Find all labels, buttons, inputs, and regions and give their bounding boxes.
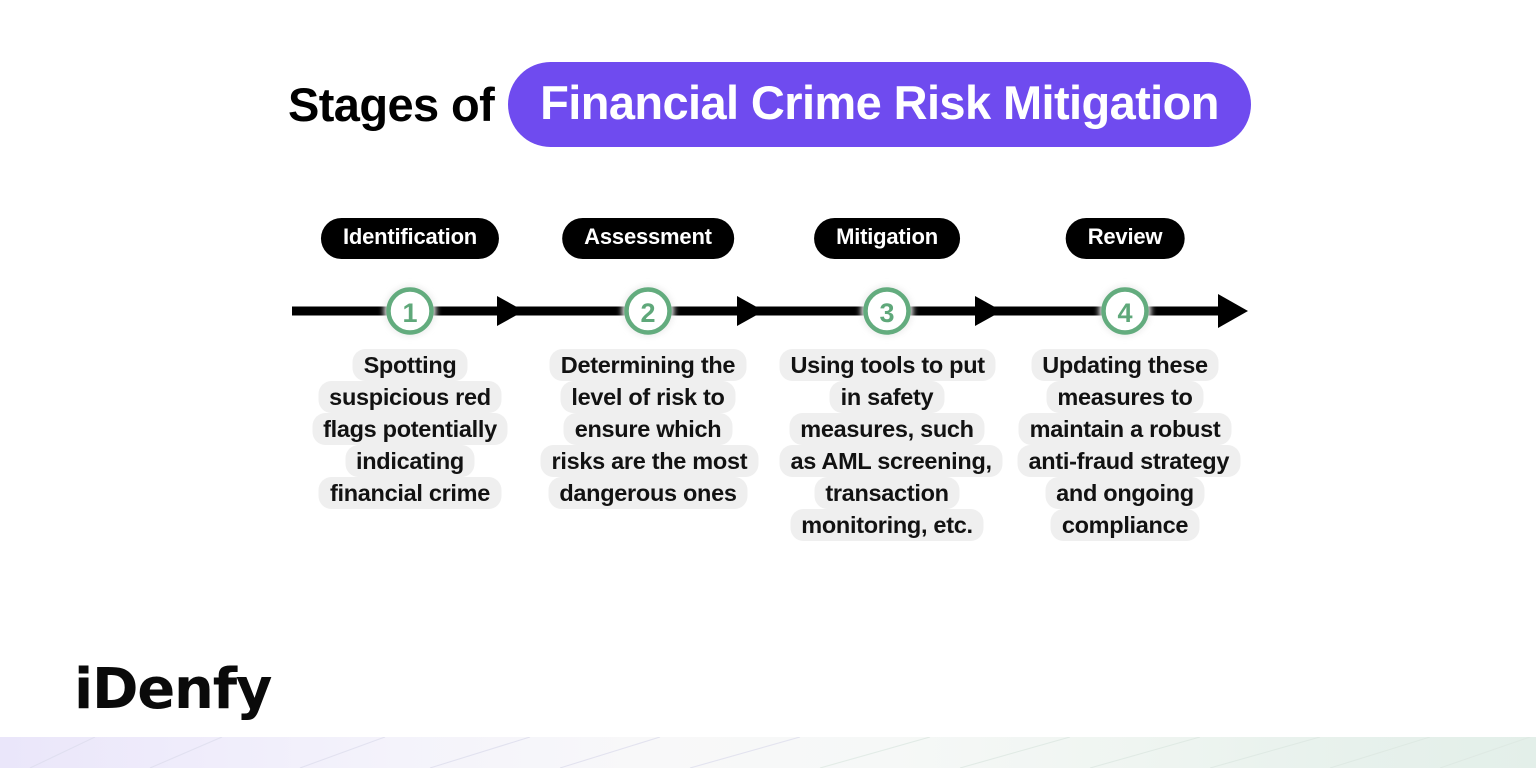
arrowhead-icon: [497, 296, 524, 326]
stage-label-identification[interactable]: Identification: [320, 218, 500, 259]
step-number-3: 3: [879, 298, 894, 328]
stage-label-mitigation[interactable]: Mitigation: [814, 218, 960, 259]
stage-description-1-text: Spotting suspicious red flags potentiall…: [312, 349, 508, 509]
step-circle-2: [622, 285, 674, 337]
title-highlight-pill: Financial Crime Risk Mitigation: [508, 62, 1251, 147]
timeline-arrowheads: [497, 294, 1248, 328]
title-highlight-text: Financial Crime Risk Mitigation: [540, 76, 1219, 129]
title-plain-text: Stages of: [288, 78, 495, 131]
step-circle-3: [861, 285, 913, 337]
step-number-2: 2: [640, 298, 655, 328]
step-number-4: 4: [1117, 298, 1132, 328]
stage-description-1: Spotting suspicious red flags potentiall…: [303, 349, 518, 509]
arrowhead-icon: [975, 296, 1002, 326]
stage-description-3: Using tools to put in safety measures, s…: [779, 349, 1003, 541]
bottom-decorative-strip: [0, 737, 1536, 768]
stage-label-review[interactable]: Review: [1065, 218, 1185, 259]
arrowhead-end-icon: [1218, 294, 1248, 328]
stage-description-2-text: Determining the level of risk to ensure …: [540, 349, 759, 509]
arrowhead-icon: [737, 296, 764, 326]
step-circle-4: [1099, 285, 1151, 337]
idenfy-logo: iDenfy: [74, 657, 272, 722]
stage-description-4: Updating these measures to maintain a ro…: [1017, 349, 1241, 541]
stage-label-assessment[interactable]: Assessment: [562, 218, 734, 259]
stage-description-2: Determining the level of risk to ensure …: [540, 349, 759, 509]
stage-description-4-text: Updating these measures to maintain a ro…: [1017, 349, 1241, 541]
strip-lines-decoration: [29, 737, 1531, 768]
step-circle-1: [384, 285, 436, 337]
stage-description-3-text: Using tools to put in safety measures, s…: [779, 349, 1003, 541]
page-title: Stages of Financial Crime Risk Mitigatio…: [288, 62, 1251, 147]
step-number-1: 1: [402, 298, 417, 328]
